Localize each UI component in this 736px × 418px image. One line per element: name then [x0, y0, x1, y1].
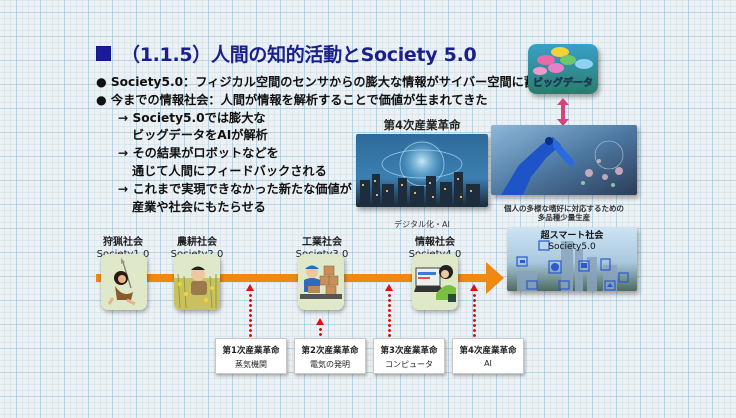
hunter-icon — [107, 258, 136, 306]
farmer-illustration-card — [174, 254, 220, 310]
revolution2-dotted-arrow — [316, 318, 324, 340]
revolution4-dotted-arrow — [470, 284, 478, 339]
svg-text:ビッグデータ: ビッグデータ — [533, 76, 593, 89]
title-square-marker — [96, 46, 111, 61]
farmer-icon — [174, 254, 220, 310]
bullet-info-society: ● 今までの情報社会：人間が情報を解析することで価値が生まれてきた — [96, 92, 488, 107]
revolution4-sub: AI — [484, 359, 492, 368]
sub-bullet-2b: 通じて人間にフィードバックされる — [132, 163, 327, 178]
cloud-network-illustration: ビッグデータ — [528, 44, 598, 94]
title-text: （1.1.5）人間の知的活動とSociety 5.0 — [121, 44, 477, 66]
two-way-arrow-icon — [557, 98, 569, 126]
bullet-society5: ● Society5.0：フィジカル空間のセンサからの膨大な情報がサイバー空間に… — [96, 75, 549, 89]
revolution3-dotted-arrow — [385, 284, 393, 339]
smart-city-illustration: 超スマート社会 Society5.0 — [507, 227, 637, 291]
revolution4-title: 第4次産業革命 — [459, 346, 517, 356]
revolution4-box: 第4次産業革命 AI — [452, 338, 524, 374]
robot-arm-illustration — [491, 125, 637, 195]
svg-text:Society5.0: Society5.0 — [548, 242, 596, 252]
revolution2-sub: 電気の発明 — [310, 360, 350, 369]
robot-caption-line1: 個人の多様な嗜好に対応するための — [504, 204, 624, 213]
revolution3-title: 第3次産業革命 — [380, 346, 438, 356]
sub-bullet-3b: 産業や社会にもたらせる — [132, 199, 266, 214]
bullet-list: ● Society5.0：フィジカル空間のセンサからの膨大な情報がサイバー空間に… — [96, 74, 548, 216]
fourth-revolution-heading: 第4次産業革命 — [383, 118, 461, 132]
sub-bullet-1a: → Society5.0では膨大な — [118, 110, 266, 125]
fourth-revolution-caption: デジタル化・AI — [394, 220, 450, 229]
society3-jp: 工業社会 — [302, 237, 342, 248]
revolution1-sub: 蒸気機関 — [235, 360, 267, 369]
society4-jp: 情報社会 — [415, 237, 455, 248]
computer-user-icon — [414, 265, 456, 302]
revolution1-dotted-arrow — [246, 284, 254, 339]
revolution1-box: 第1次産業革命 蒸気機関 — [215, 338, 287, 374]
digital-city-illustration — [356, 134, 488, 207]
timeline-arrowhead-icon — [486, 262, 504, 294]
revolution3-sub: コンピュータ — [385, 360, 433, 369]
computer-user-illustration-card — [412, 254, 458, 310]
revolution2-title: 第2次産業革命 — [301, 346, 359, 356]
robot-caption-line2: 多品種少量生産 — [537, 213, 591, 222]
svg-text:超スマート社会: 超スマート社会 — [540, 229, 605, 241]
revolution1-title: 第1次産業革命 — [222, 346, 280, 356]
society1-jp: 狩猟社会 — [103, 237, 143, 248]
digital-city-image — [356, 134, 488, 207]
sub-bullet-3a: → これまで実現できなかった新たな価値が — [118, 181, 352, 196]
factory-worker-illustration-card — [298, 254, 344, 310]
slide-title: （1.1.5）人間の知的活動とSociety 5.0 — [96, 40, 477, 67]
sub-bullet-2a: → その結果がロボットなどを — [118, 146, 279, 161]
big-data-image: ビッグデータ — [528, 44, 598, 94]
robot-arm-image — [491, 125, 637, 195]
timeline-arrow-bar — [96, 274, 490, 282]
society2-jp: 農耕社会 — [177, 237, 217, 248]
smart-city-image: 超スマート社会 Society5.0 — [507, 227, 637, 291]
revolution2-box: 第2次産業革命 電気の発明 — [294, 338, 366, 374]
hunter-illustration-card — [101, 254, 147, 310]
revolution3-box: 第3次産業革命 コンピュータ — [373, 338, 445, 374]
sub-bullet-1b: ビッグデータをAIが解析 — [132, 128, 268, 143]
factory-worker-icon — [300, 265, 342, 299]
